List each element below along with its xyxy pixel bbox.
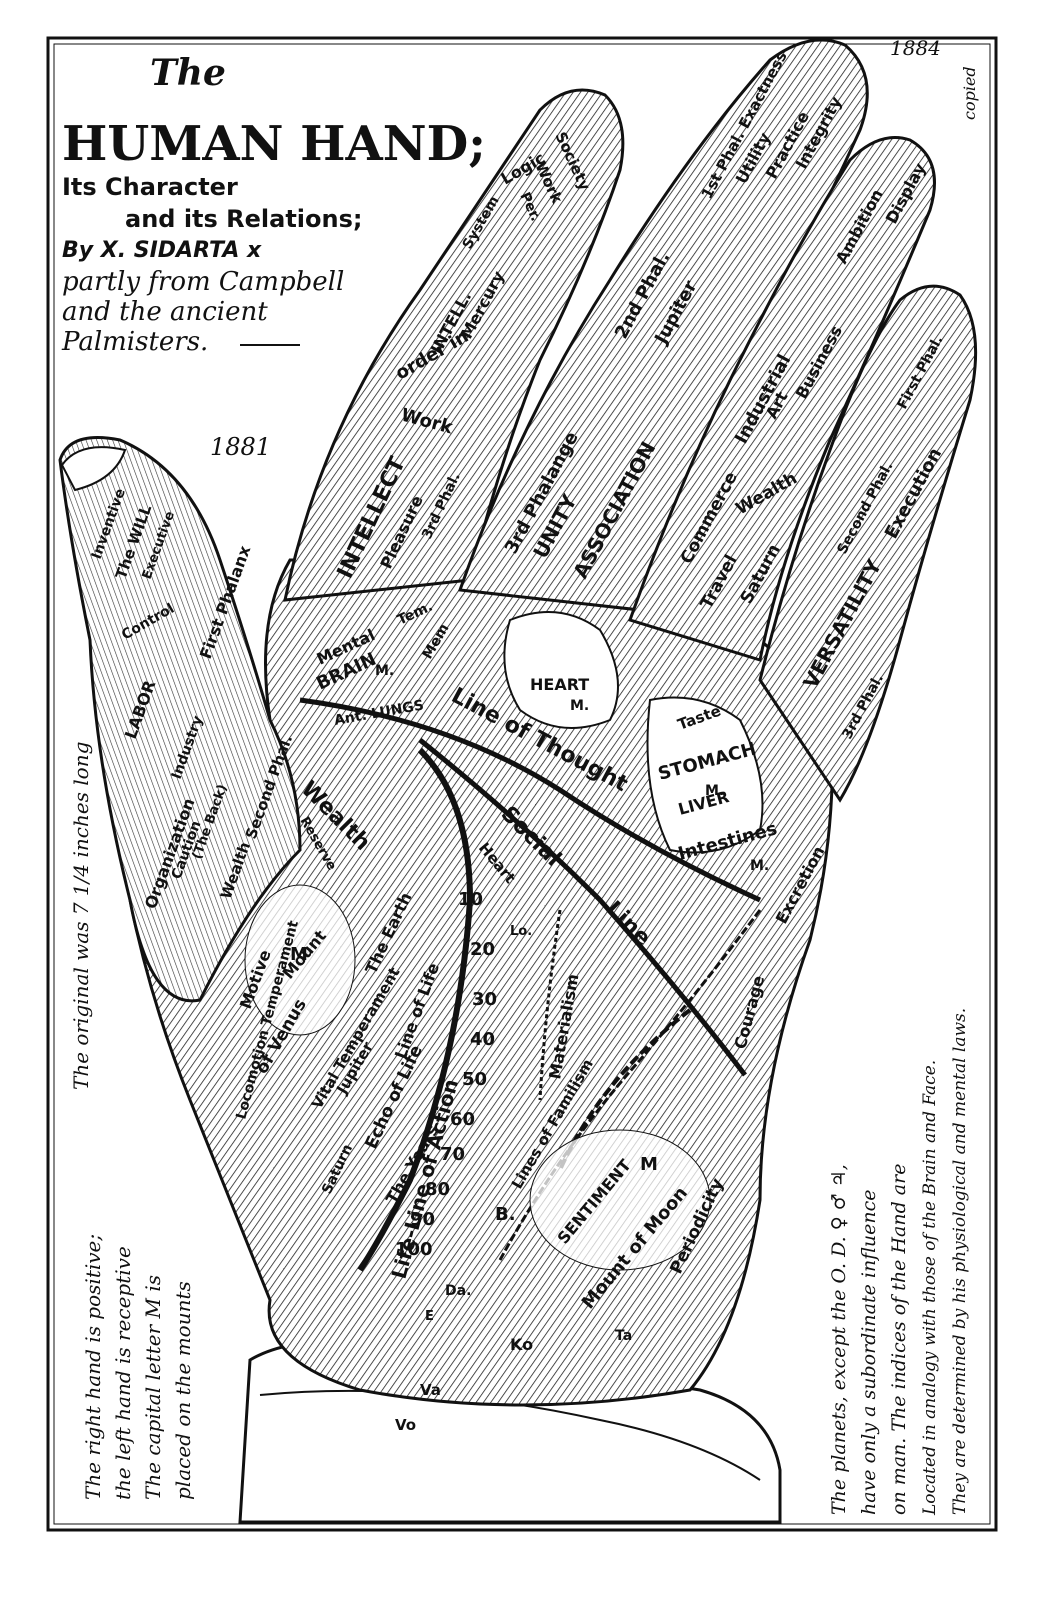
year-right: 1884 bbox=[890, 36, 941, 60]
note-original-size: The original was 7 1/4 inches long bbox=[69, 742, 93, 1090]
title-source2: and the ancient bbox=[62, 297, 268, 327]
note-left-3: The capital letter M is bbox=[141, 1275, 165, 1500]
line-of-thought bbox=[299, 697, 762, 903]
title-block: The HUMAN HAND; Its Character and its Re… bbox=[61, 36, 979, 461]
label-da: Da. bbox=[445, 1283, 471, 1299]
age-mark: 30 bbox=[472, 989, 497, 1010]
middle-finger-shape bbox=[628, 136, 936, 662]
stomach-region bbox=[646, 696, 764, 854]
label-vo: Vo bbox=[395, 1416, 416, 1434]
age-mark: 40 bbox=[470, 1029, 495, 1050]
label-moon-m: M bbox=[640, 1154, 658, 1175]
title-the: The bbox=[150, 52, 226, 94]
heart-region bbox=[503, 611, 619, 729]
age-mark: 60 bbox=[450, 1109, 475, 1130]
outer-frame bbox=[46, 36, 998, 1532]
label-e: E bbox=[425, 1309, 434, 1324]
age-mark: 10 bbox=[458, 889, 483, 910]
materialism-line bbox=[538, 909, 562, 1101]
title-source3: Palmisters. bbox=[61, 327, 208, 357]
inner-frame bbox=[53, 43, 991, 1525]
label-ko: Ko bbox=[510, 1335, 533, 1354]
thumb-shape bbox=[58, 436, 302, 1003]
note-right-3: on man. The indices of the Hand are bbox=[888, 1164, 910, 1515]
age-mark: 70 bbox=[440, 1144, 465, 1165]
little-finger-shape bbox=[283, 88, 625, 602]
title-line2: and its Relations; bbox=[125, 205, 363, 233]
age-mark: 100 bbox=[395, 1239, 433, 1260]
label-heart: HEART bbox=[530, 675, 589, 694]
age-mark: 50 bbox=[462, 1069, 487, 1090]
label-b: B. bbox=[495, 1204, 516, 1225]
note-right-4: Located in analogy with those of the Bra… bbox=[920, 1060, 940, 1516]
social-line bbox=[418, 738, 747, 1077]
label-va: Va bbox=[420, 1381, 441, 1399]
note-left-4: placed on the mounts bbox=[171, 1281, 195, 1500]
copied-stamp: copied bbox=[960, 66, 979, 120]
life-line bbox=[357, 747, 474, 1272]
mount-of-venus-region bbox=[244, 884, 356, 1036]
title-line1: Its Character bbox=[62, 173, 238, 201]
age-scale: 10 20 30 40 50 60 70 80 90 100 bbox=[395, 889, 497, 1260]
mount-of-moon-region bbox=[529, 1129, 711, 1271]
note-right-2: have only a subordinate influence bbox=[858, 1190, 880, 1515]
thumb-nail bbox=[60, 446, 127, 492]
note-right-5: They are determined by his physiological… bbox=[950, 1008, 970, 1515]
note-left-2: the left hand is receptive bbox=[111, 1246, 135, 1500]
age-mark: 80 bbox=[425, 1179, 450, 1200]
palm-lines bbox=[244, 611, 764, 1272]
cuff-fold bbox=[259, 1389, 761, 1481]
margin-notes: The original was 7 1/4 inches long The r… bbox=[69, 742, 970, 1516]
label-lo: Lo. bbox=[510, 924, 532, 939]
age-mark: 90 bbox=[410, 1209, 435, 1230]
label-venus-m: M bbox=[290, 944, 308, 965]
label-ta: Ta bbox=[615, 1328, 632, 1344]
label-intestines-m: M. bbox=[750, 858, 769, 874]
title-source1: partly from Campbell bbox=[62, 267, 344, 297]
label-heart-m: M. bbox=[570, 698, 589, 714]
label-stomach-m: M. bbox=[705, 783, 724, 799]
age-mark: 20 bbox=[470, 939, 495, 960]
note-right-1: The planets, except the O. D. ♀ ♂ ♃, bbox=[828, 1164, 850, 1515]
title-main: HUMAN HAND; bbox=[62, 116, 486, 172]
label-m-brain: M. bbox=[375, 663, 394, 679]
note-left-1: The right hand is positive; bbox=[81, 1234, 105, 1500]
title-byline: By X. SIDARTA x bbox=[62, 238, 262, 263]
year-left: 1881 bbox=[210, 433, 271, 461]
index-finger-shape bbox=[758, 284, 978, 803]
